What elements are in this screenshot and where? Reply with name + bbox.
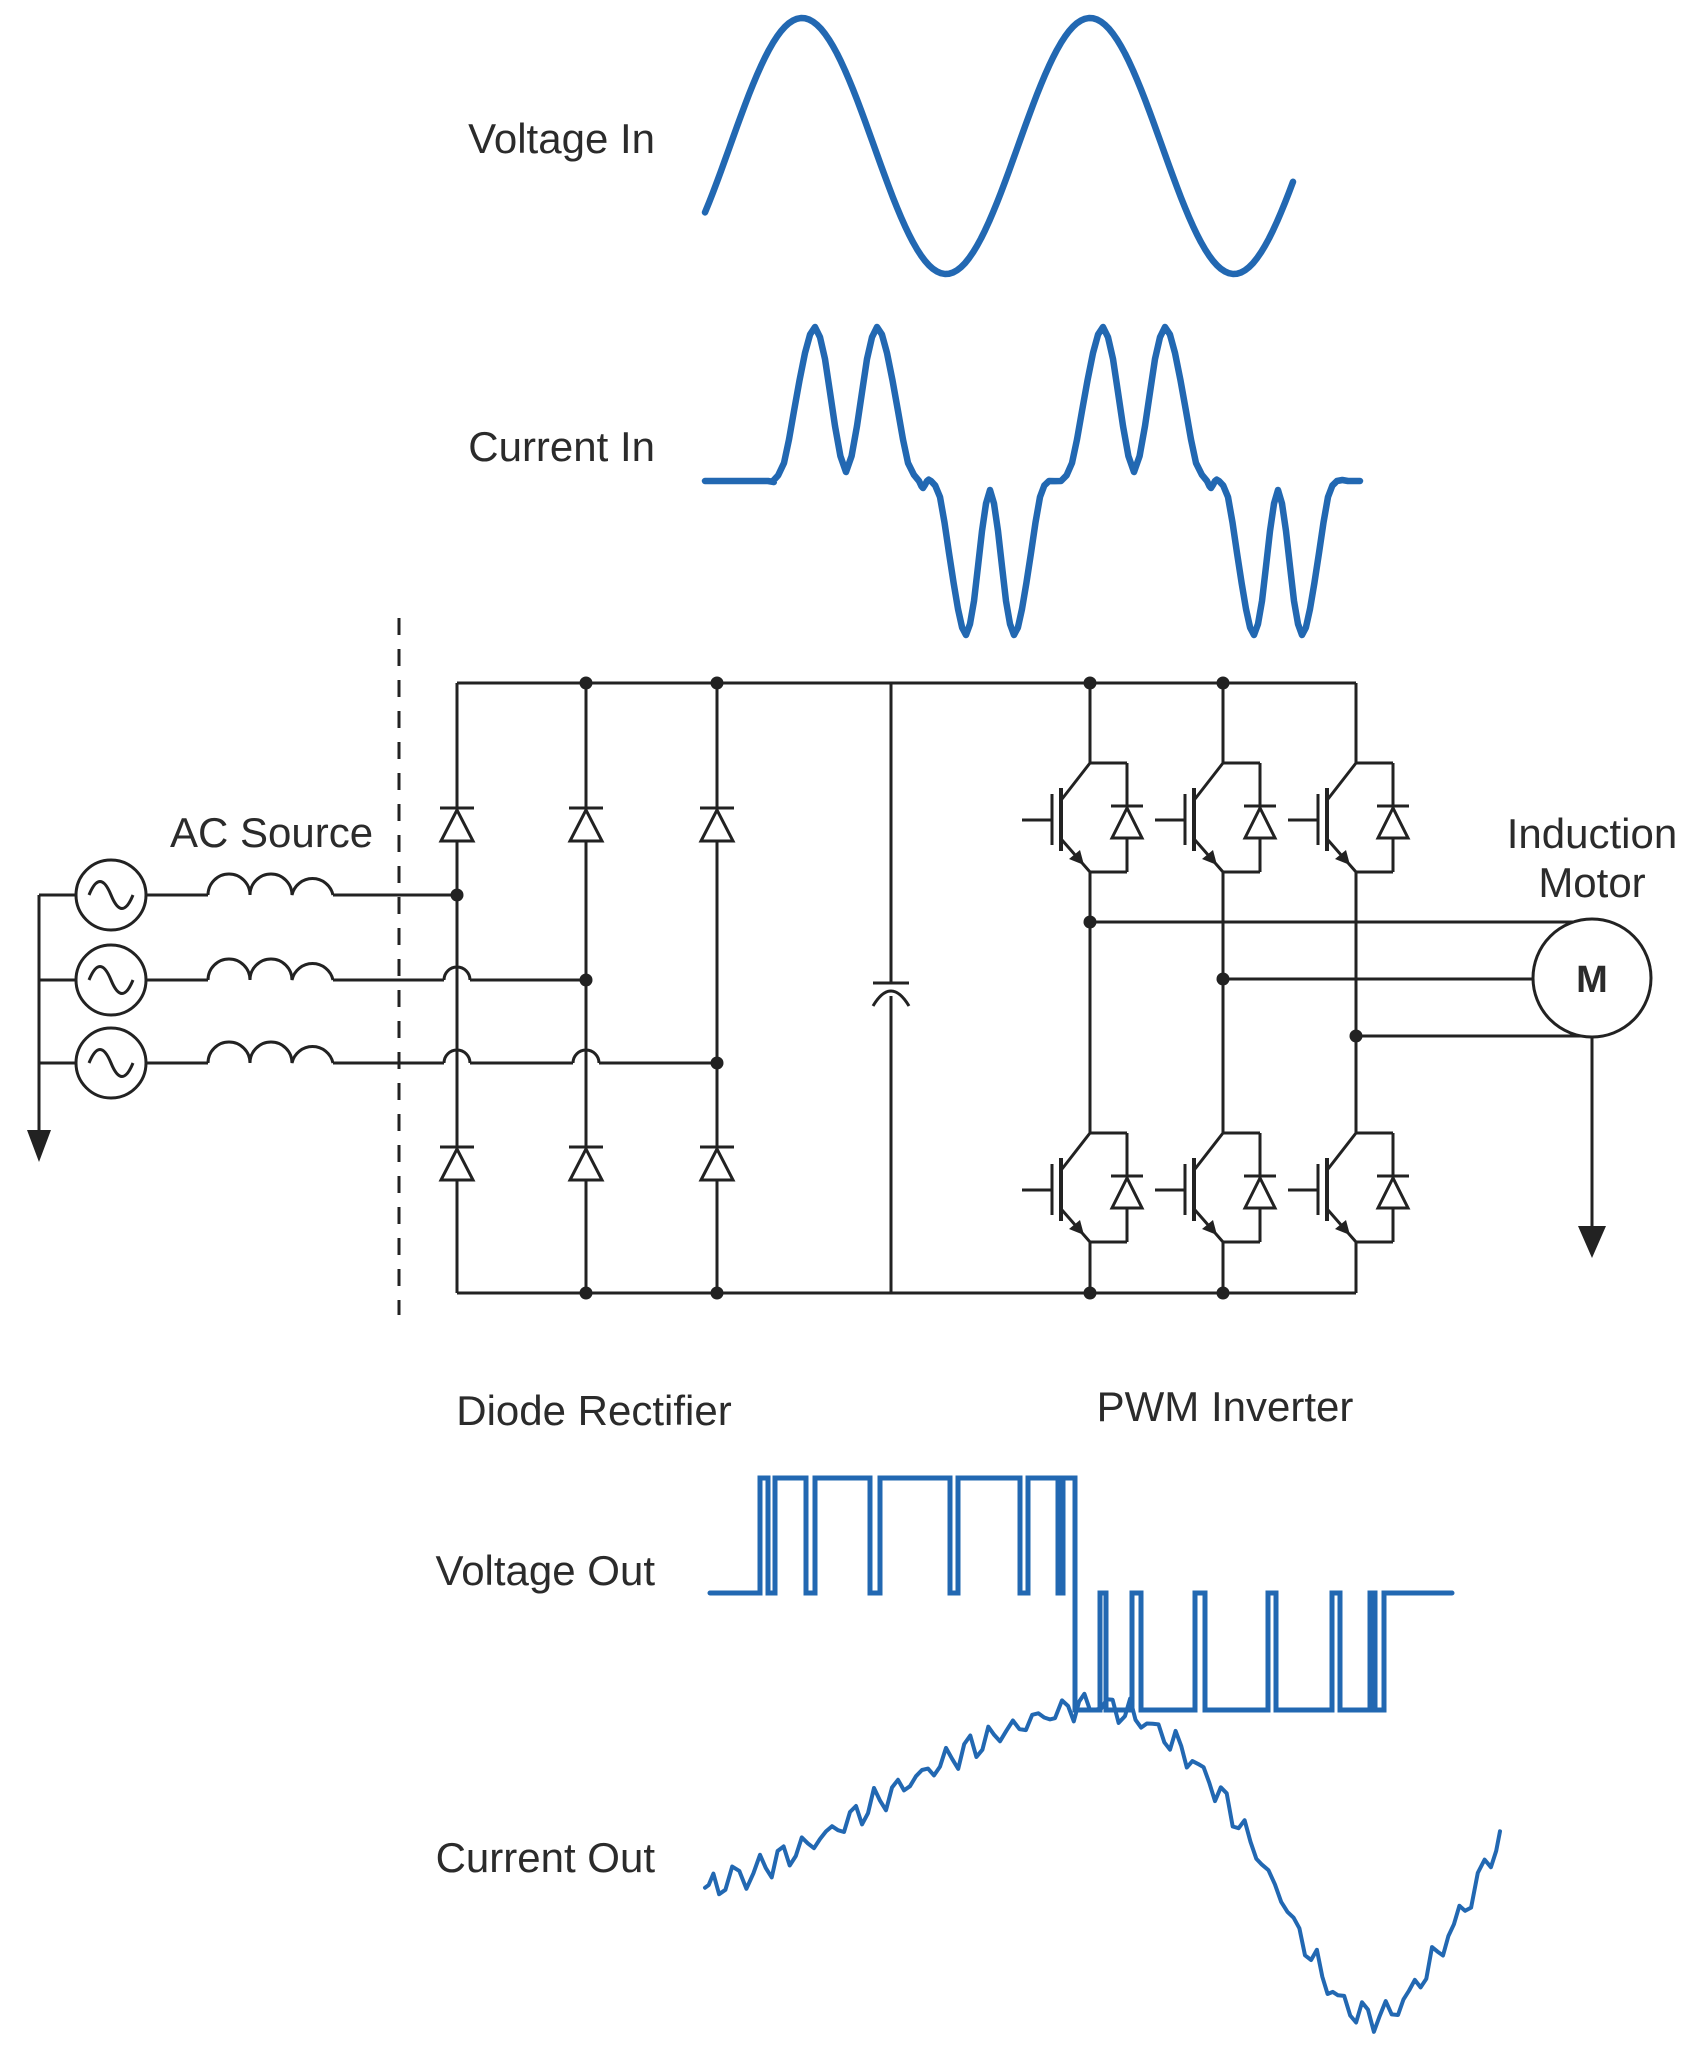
line-inductor-2 xyxy=(206,957,335,981)
igbt-upper-3 xyxy=(1288,761,1411,874)
junction-dot xyxy=(1349,1029,1363,1043)
capacitor-plate-curved xyxy=(871,989,911,1007)
igbt-lower-2 xyxy=(1155,1131,1278,1244)
induction-motor-label-line2: Motor xyxy=(1538,859,1645,906)
ground-arrow-icon xyxy=(27,1130,51,1162)
diode-upper-3 xyxy=(698,806,736,843)
igbt-collector xyxy=(1060,762,1092,800)
voltage-out-wave xyxy=(707,1475,1455,1713)
sine-glyph-icon xyxy=(87,880,135,910)
circuit-layer xyxy=(27,618,1653,1315)
induction-motor-label-line1: Induction xyxy=(1507,810,1677,857)
voltage-in-label: Voltage In xyxy=(468,115,655,162)
igbt-collector xyxy=(1326,762,1358,800)
freewheel-diode-icon xyxy=(1375,1174,1411,1210)
junction-dot xyxy=(579,973,593,987)
induction-motor xyxy=(1531,917,1653,1258)
current-in-label: Current In xyxy=(468,423,655,470)
dc-link-capacitor xyxy=(871,683,911,1293)
voltage-in-wave xyxy=(701,14,1297,278)
voltage-out-label: Voltage Out xyxy=(436,1547,656,1594)
freewheel-diode-icon xyxy=(1242,804,1278,840)
junction-dot xyxy=(1216,1286,1230,1300)
freewheel-diode-icon xyxy=(1375,804,1411,840)
igbt-collector xyxy=(1060,1132,1092,1170)
diode-lower-3 xyxy=(698,1145,736,1182)
junction-dot xyxy=(1216,972,1230,986)
current-in-wave xyxy=(701,323,1364,639)
junction-dot xyxy=(450,888,464,902)
emitter-arrow-icon xyxy=(1202,1220,1217,1235)
freewheel-diode-icon xyxy=(1109,804,1145,840)
freewheel-diode-icon xyxy=(1242,1174,1278,1210)
emitter-arrow-icon xyxy=(1202,850,1217,865)
emitter-arrow-icon xyxy=(1335,1220,1350,1235)
line-inductor-3 xyxy=(206,1040,335,1064)
igbt-lower-3 xyxy=(1288,1131,1411,1244)
junction-dot xyxy=(710,676,724,690)
current-out-wave xyxy=(703,1691,1502,2034)
sine-glyph-icon xyxy=(87,1048,135,1078)
freewheel-diode-icon xyxy=(1109,1174,1145,1210)
diode-rectifier-group xyxy=(438,683,736,1293)
igbt-collector xyxy=(1193,1132,1225,1170)
junction-dot xyxy=(1216,676,1230,690)
current-out-label: Current Out xyxy=(436,1834,656,1881)
igbt-lower-1 xyxy=(1022,1131,1145,1244)
junction-dot xyxy=(579,1286,593,1300)
motor-arrow-icon xyxy=(1578,1226,1606,1258)
emitter-arrow-icon xyxy=(1069,850,1084,865)
diode-lower-2 xyxy=(567,1145,605,1182)
igbt-collector xyxy=(1326,1132,1358,1170)
ac-source-label: AC Source xyxy=(170,809,373,856)
junction-dot xyxy=(1083,676,1097,690)
diode-rectifier-label: Diode Rectifier xyxy=(456,1387,731,1434)
sine-glyph-icon xyxy=(87,965,135,995)
emitter-arrow-icon xyxy=(1069,1220,1084,1235)
phase-wires-group xyxy=(146,872,717,1065)
igbt-upper-2 xyxy=(1155,761,1278,874)
emitter-arrow-icon xyxy=(1335,850,1350,865)
pwm-inverter-label: PWM Inverter xyxy=(1097,1383,1354,1430)
motor-m-symbol: M xyxy=(1576,959,1608,1001)
line-inductor-1 xyxy=(206,872,335,896)
motor-wires-group xyxy=(1090,920,1583,1038)
igbt-collector xyxy=(1193,762,1225,800)
junction-dot xyxy=(1083,915,1097,929)
waveform-layer xyxy=(701,14,1502,2034)
junction-dot xyxy=(579,676,593,690)
pwm-inverter-group xyxy=(1022,683,1411,1293)
junction-dot xyxy=(710,1286,724,1300)
igbt-upper-1 xyxy=(1022,761,1145,874)
diode-upper-2 xyxy=(567,806,605,843)
diode-lower-1 xyxy=(438,1145,476,1182)
ac-source-group xyxy=(27,858,148,1162)
diode-upper-1 xyxy=(438,806,476,843)
junction-dot xyxy=(710,1056,724,1070)
junction-dot xyxy=(1083,1286,1097,1300)
